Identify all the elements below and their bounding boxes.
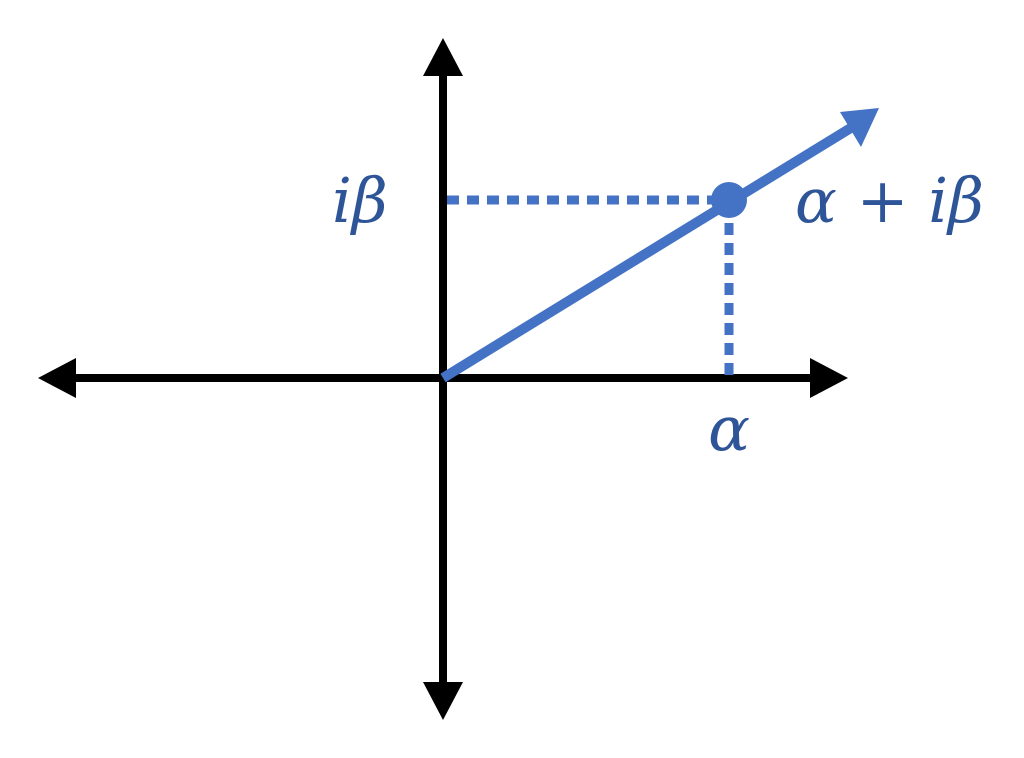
complex-point xyxy=(711,182,747,218)
imaginary-axis xyxy=(423,38,463,720)
imaginary-part-label: iβ xyxy=(332,164,388,237)
real-part-label: α xyxy=(708,392,750,465)
imaginary-axis-top-arrowhead xyxy=(423,38,463,76)
point-label: α + iβ xyxy=(795,164,984,237)
real-axis-right-arrowhead xyxy=(810,358,848,398)
vector-arrowhead xyxy=(840,108,879,147)
real-axis-left-arrowhead xyxy=(38,358,76,398)
vector-line xyxy=(440,121,857,383)
complex-vector xyxy=(440,108,879,383)
imaginary-axis-bottom-arrowhead xyxy=(423,682,463,720)
